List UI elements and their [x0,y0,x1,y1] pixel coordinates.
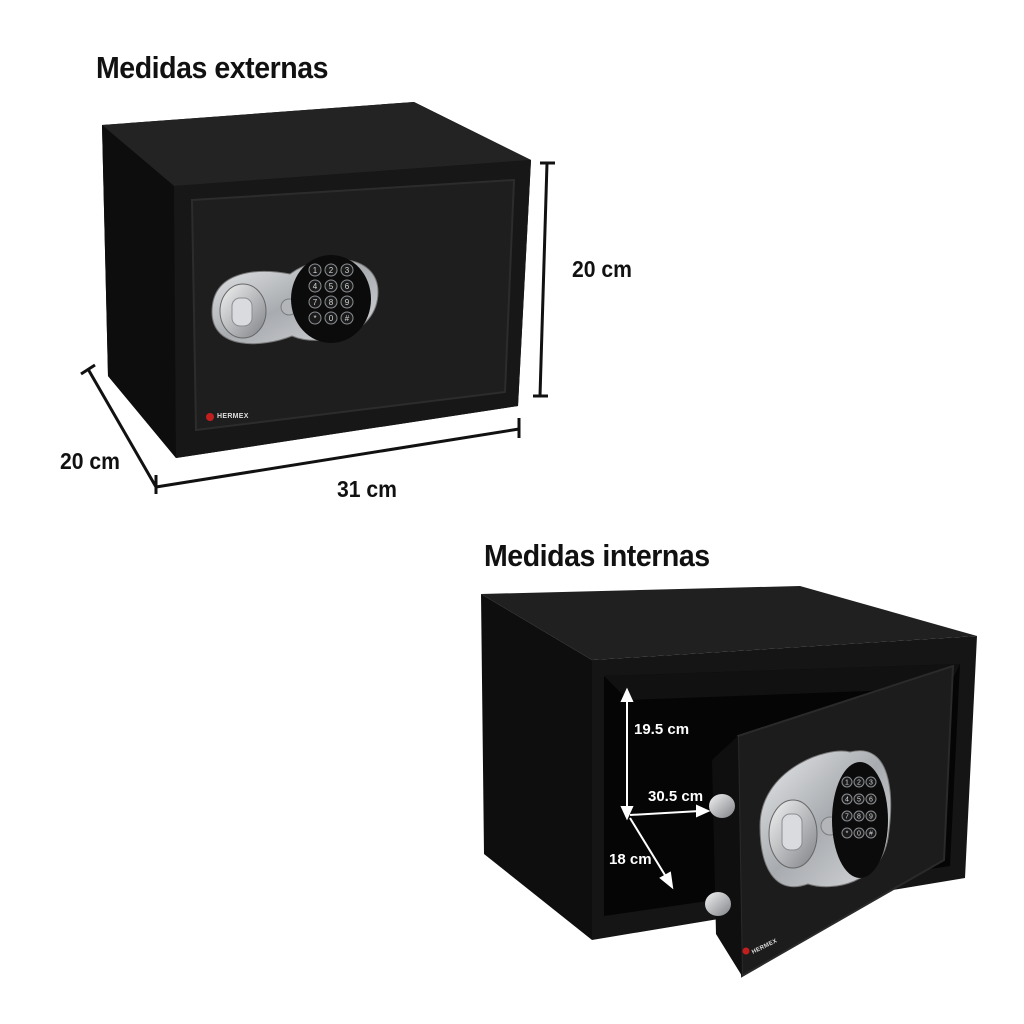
keypad-key-label: 6 [345,282,350,291]
keypad-key [340,279,354,293]
keypad-key-label: 4 [313,282,318,291]
internal-height-label: 19.5 cm [634,721,690,738]
keypad-key-label: 2 [857,779,861,786]
keypad-key-label: 7 [845,813,849,820]
external-safe: 1 2 3 4 5 6 7 8 9 * 0 # [102,102,531,458]
external-height-label: 20 cm [572,256,633,282]
keypad-key-label: 1 [845,779,849,786]
keypad-key [340,295,354,309]
keypad-key-label: 5 [857,796,861,803]
internal-safe: 1 2 3 4 5 6 7 8 9 * 0 # [481,586,977,978]
keypad-key [841,793,853,805]
keypad-key [841,810,853,822]
keypad-key [324,279,338,293]
keypad-key-label: 3 [345,266,350,275]
keypad-key [324,295,338,309]
keypad-key-label: 0 [329,314,334,323]
keypad-key [865,776,877,788]
keypad-key-label: 0 [857,830,861,837]
external-width-label: 31 cm [337,476,398,502]
keypad-key-label: * [846,830,849,837]
keypad-key-label: 5 [329,282,334,291]
keypad-key [324,263,338,277]
internal-width-label: 30.5 cm [648,788,704,805]
keypad-key-label: 3 [869,779,873,786]
keypad-key [308,279,322,293]
keypad-key [340,263,354,277]
keypad-key [865,793,877,805]
internal-dimension-lines [620,687,711,890]
keypad-key-label: # [869,830,873,837]
keypad-key [853,810,865,822]
keypad-key [853,827,865,839]
keypad-key [841,827,853,839]
external-dimension-lines [80,161,555,494]
keypad-key [853,793,865,805]
external-depth-label: 20 cm [60,448,121,474]
keypad-key [865,827,877,839]
internal-measures-title: Medidas internas [484,538,710,573]
keypad-key [865,810,877,822]
keypad-key-label: 7 [313,298,318,307]
keypad-key [841,776,853,788]
keypad: 1 2 3 4 5 6 7 8 9 * 0 # [308,263,354,325]
keypad-key-label: * [313,314,316,323]
hermex-logo-icon [742,947,750,955]
keypad-key-label: 6 [869,796,873,803]
internal-depth-label: 18 cm [609,851,652,868]
keypad-key-label: # [345,314,350,323]
keypad-key-label: 8 [857,813,861,820]
external-measures-title: Medidas externas [96,50,328,85]
keypad-key-label: 9 [869,813,873,820]
keypad-key-label: 9 [345,298,350,307]
brand-logo-text: HERMEX [217,413,249,420]
keypad: 1 2 3 4 5 6 7 8 9 * 0 # [841,776,877,839]
keypad-key [308,295,322,309]
keypad-key [853,776,865,788]
keypad-key [308,311,322,325]
keypad-key [340,311,354,325]
keypad-key [308,263,322,277]
keypad-key-label: 8 [329,298,334,307]
keypad-key-label: 1 [313,266,318,275]
keypad-key [324,311,338,325]
keypad-key-label: 2 [329,266,334,275]
keypad-key-label: 4 [845,796,849,803]
hermex-logo-icon [206,413,214,421]
